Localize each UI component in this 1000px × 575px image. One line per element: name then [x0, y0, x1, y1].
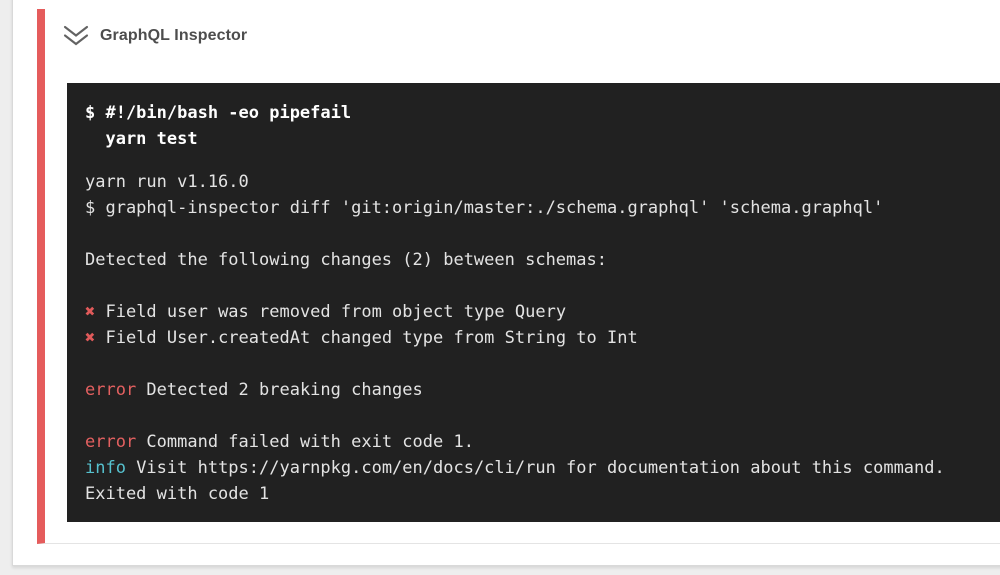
- terminal-line: info Visit https://yarnpkg.com/en/docs/c…: [85, 455, 1000, 481]
- terminal-line: error Command failed with exit code 1.: [85, 429, 1000, 455]
- terminal-line: yarn test: [85, 129, 198, 149]
- terminal-text-segment: ✖: [85, 328, 96, 348]
- terminal-text-segment: Detected the following changes (2) betwe…: [85, 250, 607, 270]
- terminal-text-segment: $ graphql-inspector diff 'git:origin/mas…: [85, 198, 884, 218]
- terminal-line: [85, 221, 1000, 247]
- terminal-line: [85, 403, 1000, 429]
- build-step-graphql-inspector: GraphQL Inspector $ #!/bin/bash -eo pipe…: [37, 9, 1000, 544]
- terminal-text-segment: Detected 2 breaking changes: [136, 380, 423, 400]
- terminal-command-block: $ #!/bin/bash -eo pipefail yarn test: [85, 100, 1000, 152]
- step-header[interactable]: GraphQL Inspector: [45, 9, 1000, 63]
- terminal-output-block: yarn run v1.16.0 $ graphql-inspector diff…: [85, 169, 1000, 507]
- terminal-line: $ #!/bin/bash -eo pipefail: [85, 103, 352, 123]
- terminal-line: yarn run v1.16.0: [85, 169, 1000, 195]
- terminal-line: ✖ Field User.createdAt changed type from…: [85, 325, 1000, 351]
- build-output-card: GraphQL Inspector $ #!/bin/bash -eo pipe…: [12, 0, 1000, 566]
- terminal-line: $ graphql-inspector diff 'git:origin/mas…: [85, 195, 1000, 221]
- terminal-text-segment: Command failed with exit code 1.: [136, 432, 474, 452]
- terminal-text-segment: Field user was removed from object type …: [95, 302, 567, 322]
- terminal-text-segment: Visit https://yarnpkg.com/en/docs/cli/ru…: [125, 458, 945, 478]
- terminal-text-segment: error: [85, 432, 137, 452]
- terminal-text-segment: info: [85, 458, 126, 478]
- terminal-text-segment: yarn run v1.16.0: [85, 172, 249, 192]
- terminal-line: error Detected 2 breaking changes: [85, 377, 1000, 403]
- terminal-line: [85, 351, 1000, 377]
- step-title: GraphQL Inspector: [100, 27, 248, 44]
- double-chevron-down-icon[interactable]: [63, 25, 89, 47]
- terminal-text-segment: ✖: [85, 302, 96, 322]
- terminal-text-segment: error: [85, 380, 137, 400]
- terminal-output: $ #!/bin/bash -eo pipefail yarn test yar…: [67, 83, 1000, 522]
- terminal-text-segment: Field User.createdAt changed type from S…: [95, 328, 638, 348]
- terminal-line: Detected the following changes (2) betwe…: [85, 247, 1000, 273]
- terminal-line: [85, 273, 1000, 299]
- terminal-line: Exited with code 1: [85, 481, 1000, 507]
- terminal-line: ✖ Field user was removed from object typ…: [85, 299, 1000, 325]
- terminal-text-segment: Exited with code 1: [85, 484, 270, 504]
